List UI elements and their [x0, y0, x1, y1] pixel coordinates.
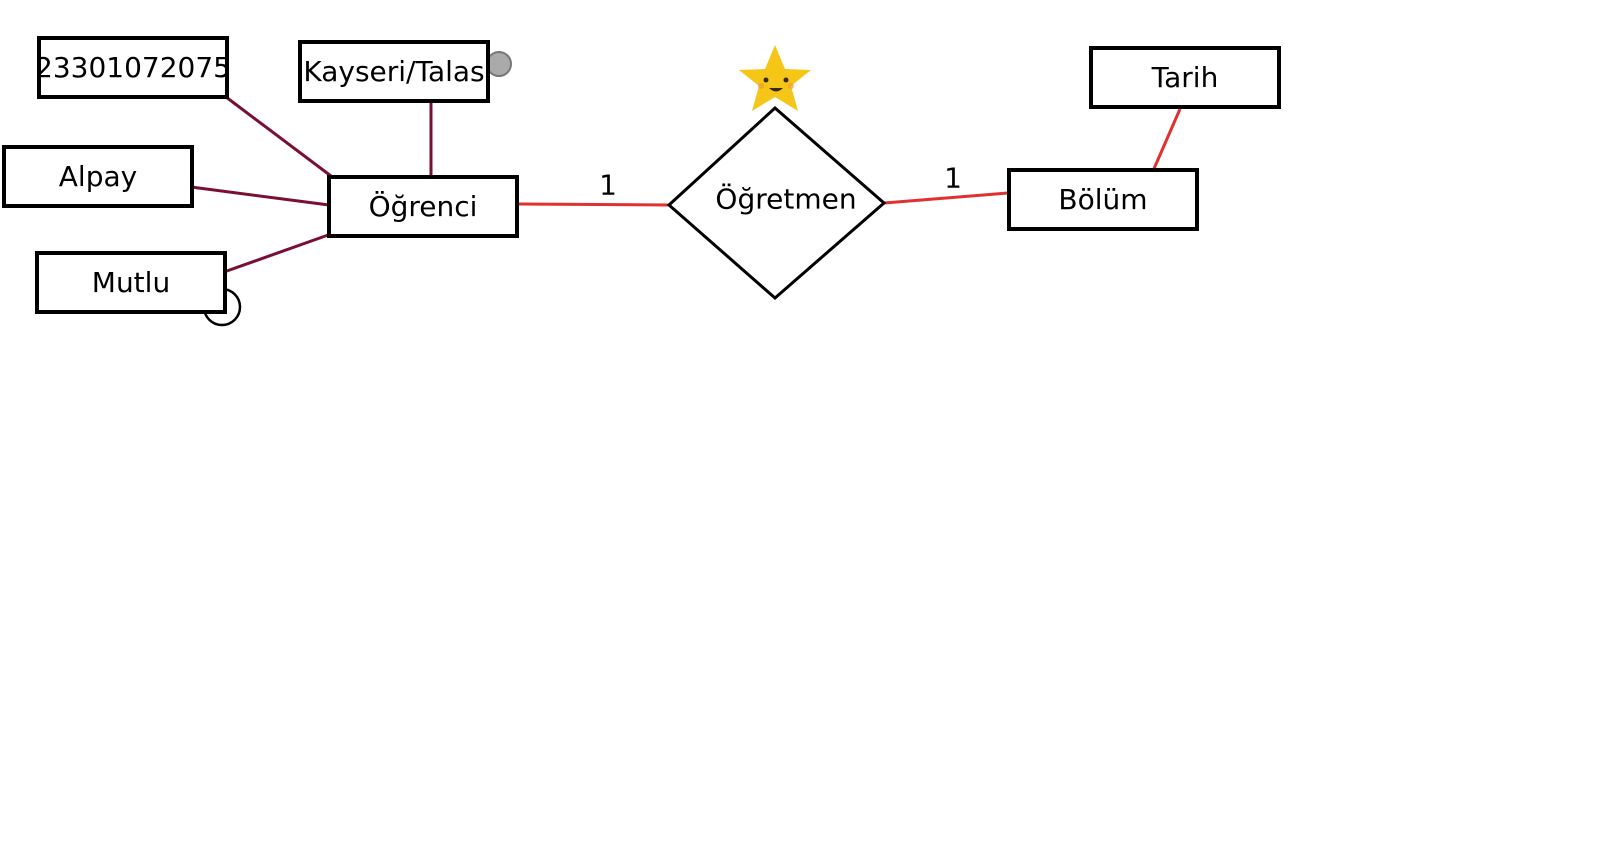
attribute-id-box[interactable]: 23301072075 [35, 36, 231, 99]
line-ogrenci-to-ogretmen [517, 202, 670, 207]
attribute-tarih-label: Tarih [1151, 61, 1219, 94]
line-alpay-to-ogrenci [190, 185, 330, 207]
attribute-id-label: 23301072075 [35, 51, 231, 84]
entity-ogrenci-label: Öğrenci [368, 190, 478, 223]
smiling-star-sticker-icon [736, 42, 814, 114]
cardinality-right: 1 [944, 161, 962, 195]
line-tarih-to-bolum [1151, 108, 1182, 172]
gray-dot-icon [486, 51, 512, 77]
line-mutlu-to-ogrenci [223, 232, 332, 274]
attribute-tarih-box[interactable]: Tarih [1089, 46, 1281, 109]
attribute-mutlu-box[interactable]: Mutlu [35, 251, 227, 314]
entity-ogrenci-box[interactable]: Öğrenci [327, 175, 519, 238]
entity-bolum-label: Bölüm [1058, 183, 1148, 216]
cardinality-left: 1 [599, 168, 617, 202]
attribute-alpay-label: Alpay [58, 160, 138, 193]
relationship-diamond[interactable] [666, 105, 887, 300]
line-ogretmen-to-bolum [883, 191, 1009, 205]
entity-bolum-box[interactable]: Bölüm [1007, 168, 1199, 231]
relationship-label: Öğretmen [715, 182, 857, 216]
attribute-alpay-box[interactable]: Alpay [2, 145, 194, 208]
attribute-address-label: Kayseri/Talas [303, 55, 485, 88]
line-id-to-ogrenci [225, 95, 332, 178]
attribute-address-box[interactable]: Kayseri/Talas [298, 40, 490, 103]
attribute-mutlu-label: Mutlu [91, 266, 171, 299]
